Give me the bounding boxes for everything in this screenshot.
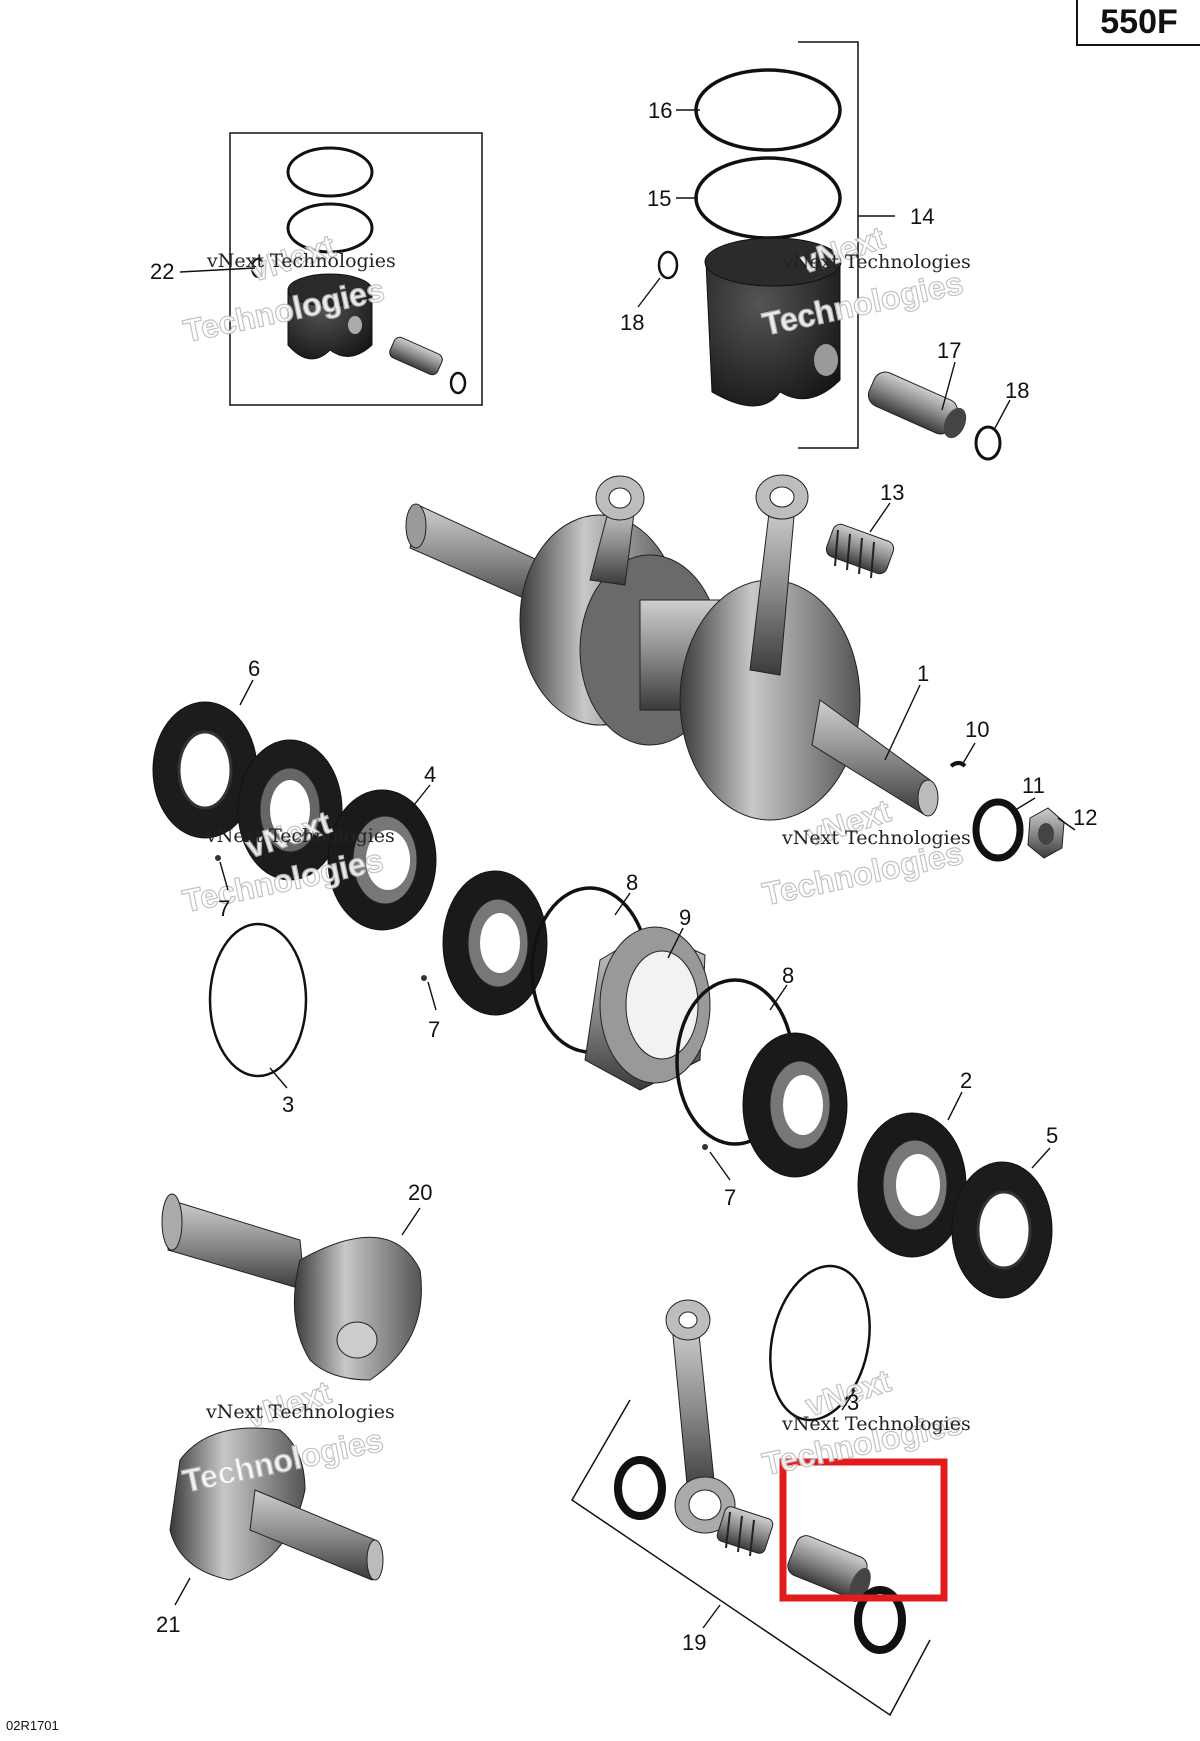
callout-3: 3 — [847, 1390, 859, 1415]
ball-bearing-center[interactable] — [442, 870, 548, 1016]
svg-text:vNext Technologies: vNext Technologies — [205, 825, 395, 847]
dowel-pin-7[interactable] — [215, 855, 221, 861]
ball-bearing-center-2[interactable] — [742, 1032, 848, 1178]
callout-18: 18 — [1005, 378, 1029, 403]
callout-8: 8 — [626, 870, 638, 895]
callout-14: 14 — [910, 204, 934, 229]
callout-16: 16 — [648, 98, 672, 123]
oil-seal-5[interactable] — [951, 1161, 1053, 1299]
svg-text:vNext Technologies: vNext Technologies — [205, 1401, 395, 1423]
callout-1: 1 — [917, 661, 929, 686]
ball-bearing-4[interactable] — [327, 789, 437, 931]
svg-text:vNext Technologies: vNext Technologies — [206, 250, 396, 272]
callout-20: 20 — [408, 1180, 432, 1205]
svg-text:vNext Technologies: vNext Technologies — [781, 1413, 971, 1435]
callouts — [174, 109, 1076, 1629]
callout-8: 8 — [782, 963, 794, 988]
callout-3: 3 — [282, 1092, 294, 1117]
dowel-pin-7[interactable] — [702, 1144, 708, 1150]
crankshaft-half-20[interactable] — [161, 1193, 422, 1381]
dowel-pin-7[interactable] — [421, 975, 427, 981]
model-label: 550F — [1076, 0, 1200, 46]
callout-2: 2 — [960, 1068, 972, 1093]
piston-kit-22[interactable] — [229, 132, 483, 406]
callout-6: 6 — [248, 656, 260, 681]
callout-13: 13 — [880, 480, 904, 505]
callout-11: 11 — [1022, 773, 1045, 798]
oil-seal-6[interactable] — [152, 701, 258, 839]
callout-15: 15 — [647, 186, 671, 211]
o-ring-3[interactable] — [208, 922, 308, 1078]
lock-washer-11[interactable] — [972, 798, 1024, 862]
callout-7: 7 — [724, 1185, 736, 1210]
callout-17: 17 — [937, 338, 961, 363]
callout-labels: 16 15 14 18 17 18 22 13 1 10 11 12 6 4 7… — [150, 98, 1097, 1655]
callout-7: 7 — [428, 1017, 440, 1042]
callout-21: 21 — [156, 1612, 180, 1637]
woodruff-key-10[interactable] — [949, 761, 967, 768]
callout-22: 22 — [150, 259, 174, 284]
callout-18: 18 — [620, 310, 644, 335]
highlight-box[interactable] — [779, 1458, 948, 1602]
nut-12[interactable] — [1027, 807, 1065, 859]
callout-19: 19 — [682, 1630, 706, 1655]
svg-text:vNext Technologies: vNext Technologies — [781, 251, 971, 273]
svg-text:vNext Technologies: vNext Technologies — [781, 827, 971, 849]
ball-bearing-2[interactable] — [857, 1112, 967, 1258]
circlip-18[interactable] — [974, 425, 1002, 461]
crankshaft-half-21[interactable] — [169, 1427, 384, 1581]
callout-4: 4 — [424, 762, 436, 787]
crankshaft-1[interactable] — [405, 474, 939, 821]
connecting-rod-kit-19[interactable] — [571, 1299, 931, 1717]
callout-10: 10 — [965, 717, 989, 742]
piston-pin-17[interactable] — [865, 368, 971, 441]
callout-7: 7 — [218, 896, 230, 921]
reference-code: 02R1701 — [6, 1718, 59, 1733]
callout-9: 9 — [679, 905, 691, 930]
ball-bearing-left[interactable] — [237, 739, 343, 881]
callout-5: 5 — [1046, 1123, 1058, 1148]
callout-12: 12 — [1073, 805, 1097, 830]
bearing-sleeve-9[interactable] — [584, 926, 711, 1091]
o-ring-3[interactable] — [757, 1257, 883, 1430]
needle-bearing-13[interactable] — [824, 522, 896, 579]
